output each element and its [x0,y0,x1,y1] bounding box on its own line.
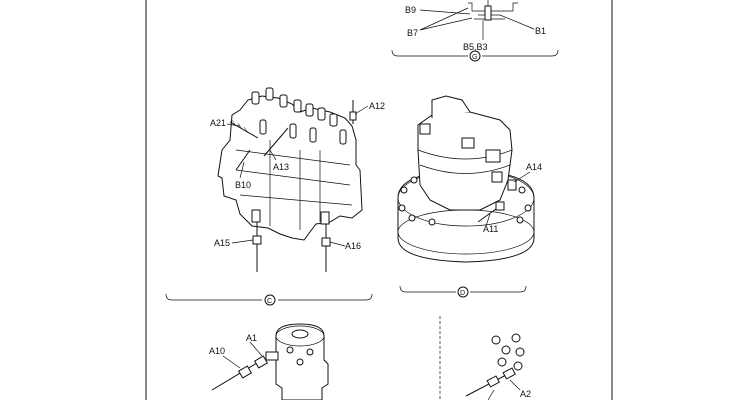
control-valve-body [217,95,363,241]
label-a1: A1 [246,333,257,343]
label-a14: A14 [526,162,542,172]
label-a21: A21 [210,118,226,128]
hose-a13 [263,127,289,157]
label-a15: A15 [214,238,230,248]
label-a16: A16 [345,241,361,251]
label-b1: B1 [535,26,546,36]
view-d-line [399,285,456,293]
hose-a2 [465,373,509,397]
label-a2: A2 [520,389,531,399]
view-d-letter: D [460,290,465,297]
view-d-group: A14 A11 D [397,95,542,298]
label-a13: A13 [273,162,289,172]
swivel-joint-group: A1 A10 [209,323,329,400]
label-a10: A10 [209,346,225,356]
view-g-line [391,49,468,57]
hose-a10 [211,359,263,391]
view-c-circle [264,294,276,306]
view-c-line [165,293,262,301]
label-a12: A12 [369,101,385,111]
fittings-group: A2 [465,333,531,400]
label-b7: B7 [407,28,418,38]
view-g-group: B9 B7 B1 B5,B3 G [391,0,559,62]
view-g-bracket [468,2,518,12]
view-g-circle [469,50,481,62]
label-a11: A11 [483,224,498,234]
view-c-letter: C [267,298,272,305]
hose-a21 [229,121,259,139]
view-c-group: A12 A21 A13 B10 A15 A16 C [165,87,385,306]
view-d-circle [457,286,469,298]
label-b5b3: B5,B3 [463,42,488,52]
label-b10: B10 [235,180,251,190]
hose-b10 [235,149,251,171]
view-g-letter: G [472,54,477,61]
label-b9: B9 [405,5,416,15]
